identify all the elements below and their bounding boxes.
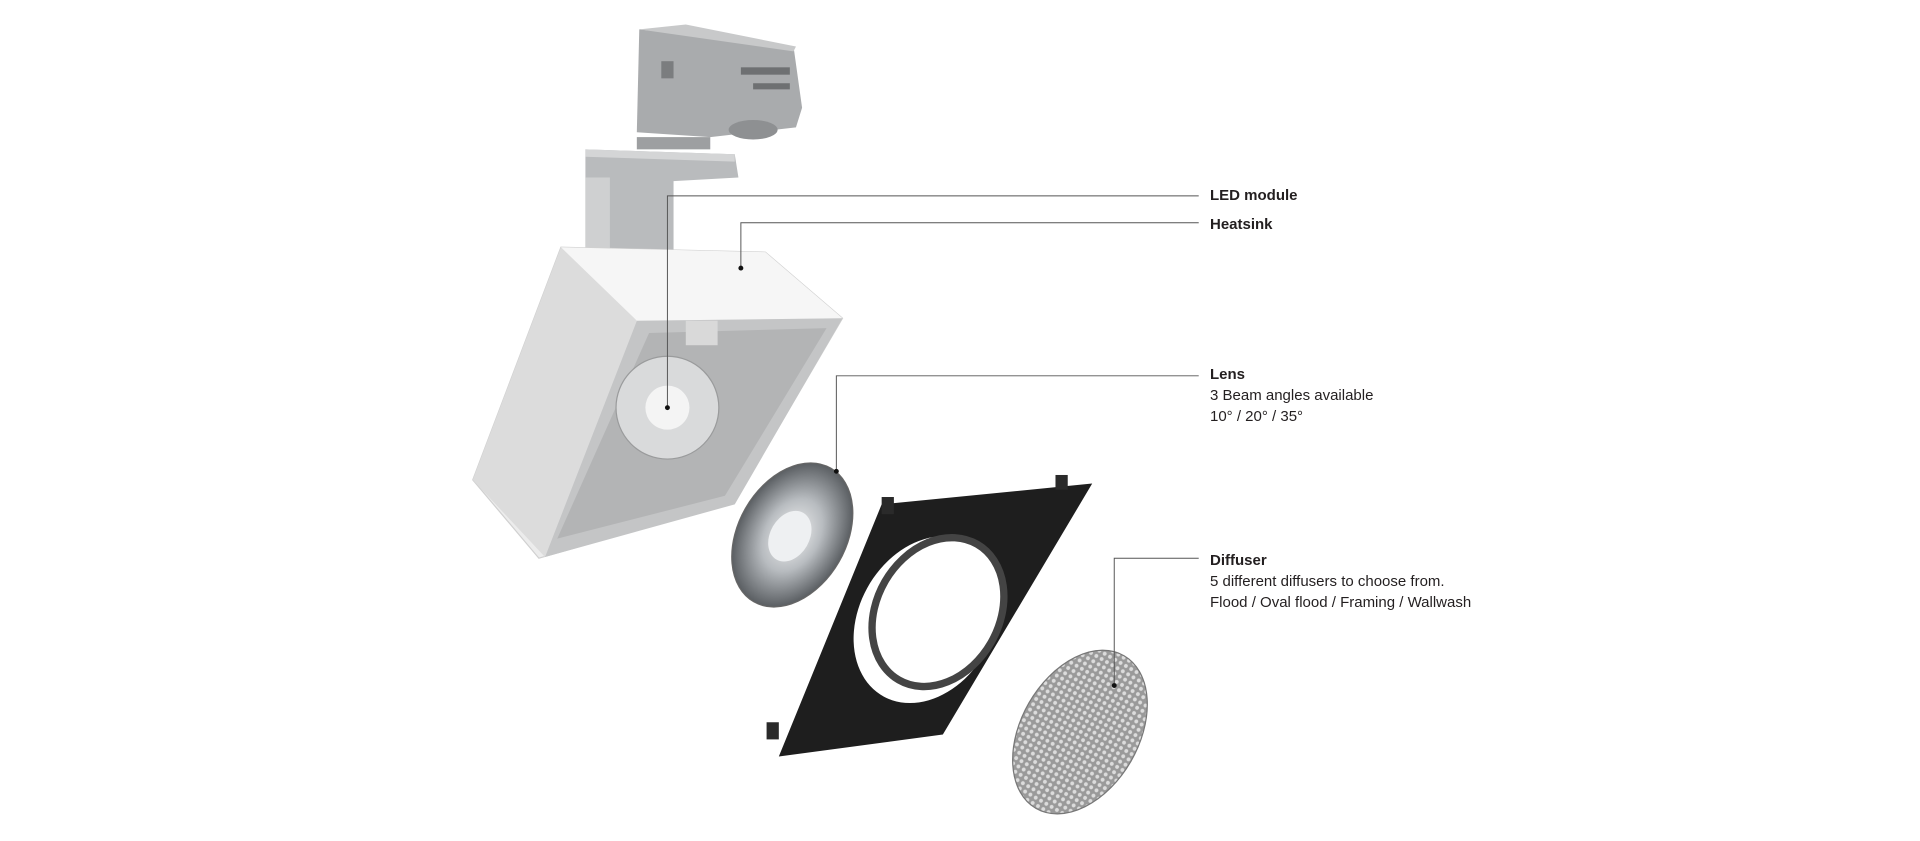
mounting-arm bbox=[585, 149, 739, 251]
diffuser bbox=[1012, 649, 1148, 815]
track-adapter bbox=[636, 24, 803, 150]
callout-detail: 3 Beam angles available bbox=[1210, 387, 1374, 404]
callout-title: Diffuser bbox=[1210, 552, 1267, 569]
callout-title: Heatsink bbox=[1210, 216, 1273, 233]
callout-detail: 10° / 20° / 35° bbox=[1210, 408, 1304, 425]
callout-detail: 5 different diffusers to choose from. bbox=[1210, 573, 1445, 590]
callout-title: LED module bbox=[1210, 187, 1298, 204]
callout-title: Lens bbox=[1210, 366, 1246, 383]
callout-diffuser: Diffuser 5 different diffusers to choose… bbox=[1210, 550, 1471, 613]
leader-dots bbox=[664, 265, 1117, 688]
callout-led-module: LED module bbox=[1210, 185, 1298, 206]
front-frame bbox=[766, 474, 1093, 757]
callout-heatsink: Heatsink bbox=[1210, 214, 1273, 235]
lens bbox=[731, 462, 854, 608]
callout-detail: Flood / Oval flood / Framing / Wallwash bbox=[1210, 594, 1472, 611]
leader-lines bbox=[666, 195, 1199, 686]
callout-lens: Lens 3 Beam angles available 10° / 20° /… bbox=[1210, 364, 1373, 427]
